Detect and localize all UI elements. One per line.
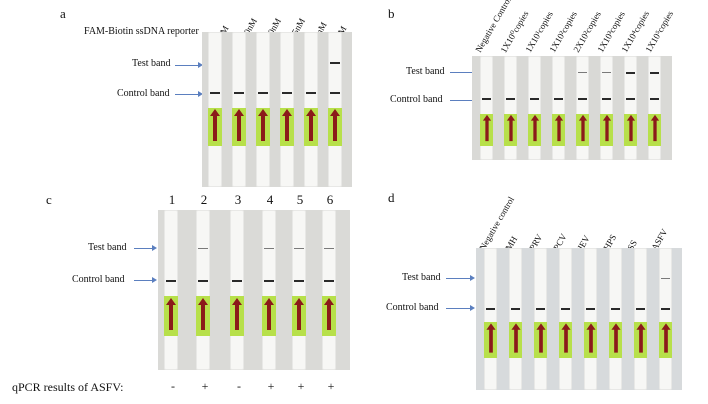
- qpcr-result: +: [267, 379, 275, 393]
- arrow-mark-icon: [234, 109, 244, 141]
- control-band-arrow: [446, 305, 475, 311]
- panel-b: b Negative Control 1X10⁰copies 1X10¹copi…: [354, 0, 708, 190]
- control-band-label: Control band: [390, 94, 443, 105]
- arrow-mark-icon: [626, 114, 635, 142]
- test-band-label: Test band: [402, 272, 441, 283]
- arrow-mark-icon: [650, 114, 659, 142]
- arrow-mark-icon: [264, 298, 274, 330]
- strip-photo: [158, 210, 350, 370]
- arrow-mark-icon: [485, 323, 496, 353]
- arrow-mark-icon: [306, 109, 316, 141]
- panel-label: b: [388, 6, 395, 21]
- arrow-mark-icon: [166, 298, 176, 330]
- arrow-mark-icon: [635, 323, 646, 353]
- control-band-label: Control band: [386, 302, 439, 313]
- strip-photo: [476, 248, 682, 390]
- test-band-label: Test band: [88, 242, 127, 253]
- lane-number: 4: [266, 192, 274, 207]
- test-band-arrow: [450, 69, 477, 75]
- panel-label: c: [46, 192, 52, 207]
- arrow-mark-icon: [510, 323, 521, 353]
- test-band-arrow: [446, 275, 475, 281]
- arrow-mark-icon: [232, 298, 242, 330]
- panel-c: c 1 2 3 4 5 6 Test band Control band qPC…: [0, 190, 354, 404]
- arrow-mark-icon: [560, 323, 571, 353]
- qpcr-result: +: [201, 379, 209, 393]
- arrow-mark-icon: [602, 114, 611, 142]
- test-band-label: Test band: [132, 58, 171, 69]
- arrow-mark-icon: [282, 109, 292, 141]
- control-band-label: Control band: [117, 88, 170, 99]
- qpcr-result: +: [327, 379, 335, 393]
- control-band-label: Control band: [72, 274, 125, 285]
- lane-number: 2: [200, 192, 208, 207]
- lane-number: 1: [168, 192, 176, 207]
- qpcr-result: -: [237, 379, 241, 393]
- control-band-arrow: [134, 277, 157, 283]
- lane-number: 6: [326, 192, 334, 207]
- control-band-arrow: [450, 97, 477, 103]
- control-band-arrow: [175, 91, 203, 97]
- arrow-mark-icon: [554, 114, 563, 142]
- lane-number: 5: [296, 192, 304, 207]
- arrow-mark-icon: [210, 109, 220, 141]
- qpcr-result: +: [297, 379, 305, 393]
- arrow-mark-icon: [578, 114, 587, 142]
- panel-d: d Negative control MH PRV PCV JEV HPS SS…: [354, 190, 708, 404]
- arrow-mark-icon: [585, 323, 596, 353]
- arrow-mark-icon: [506, 114, 515, 142]
- arrow-mark-icon: [294, 298, 304, 330]
- test-band-label: Test band: [406, 66, 445, 77]
- arrow-mark-icon: [535, 323, 546, 353]
- arrow-mark-icon: [324, 298, 334, 330]
- arrow-mark-icon: [530, 114, 539, 142]
- qpcr-label: qPCR results of ASFV:: [12, 380, 124, 394]
- arrow-mark-icon: [482, 114, 491, 142]
- arrow-mark-icon: [660, 323, 671, 353]
- arrow-mark-icon: [258, 109, 268, 141]
- arrow-mark-icon: [330, 109, 340, 141]
- panel-label: a: [60, 6, 66, 21]
- test-band-arrow: [175, 62, 203, 68]
- panel-title: FAM-Biotin ssDNA reporter: [84, 26, 199, 37]
- test-band-arrow: [134, 245, 157, 251]
- qpcr-result: -: [171, 379, 175, 393]
- arrow-mark-icon: [610, 323, 621, 353]
- strip-photo: [472, 56, 672, 160]
- panel-label: d: [388, 190, 395, 205]
- lane-number: 3: [234, 192, 242, 207]
- panel-a: a FAM-Biotin ssDNA reporter 1μM 500nM 25…: [0, 0, 354, 190]
- arrow-mark-icon: [198, 298, 208, 330]
- strip-photo: [202, 32, 352, 187]
